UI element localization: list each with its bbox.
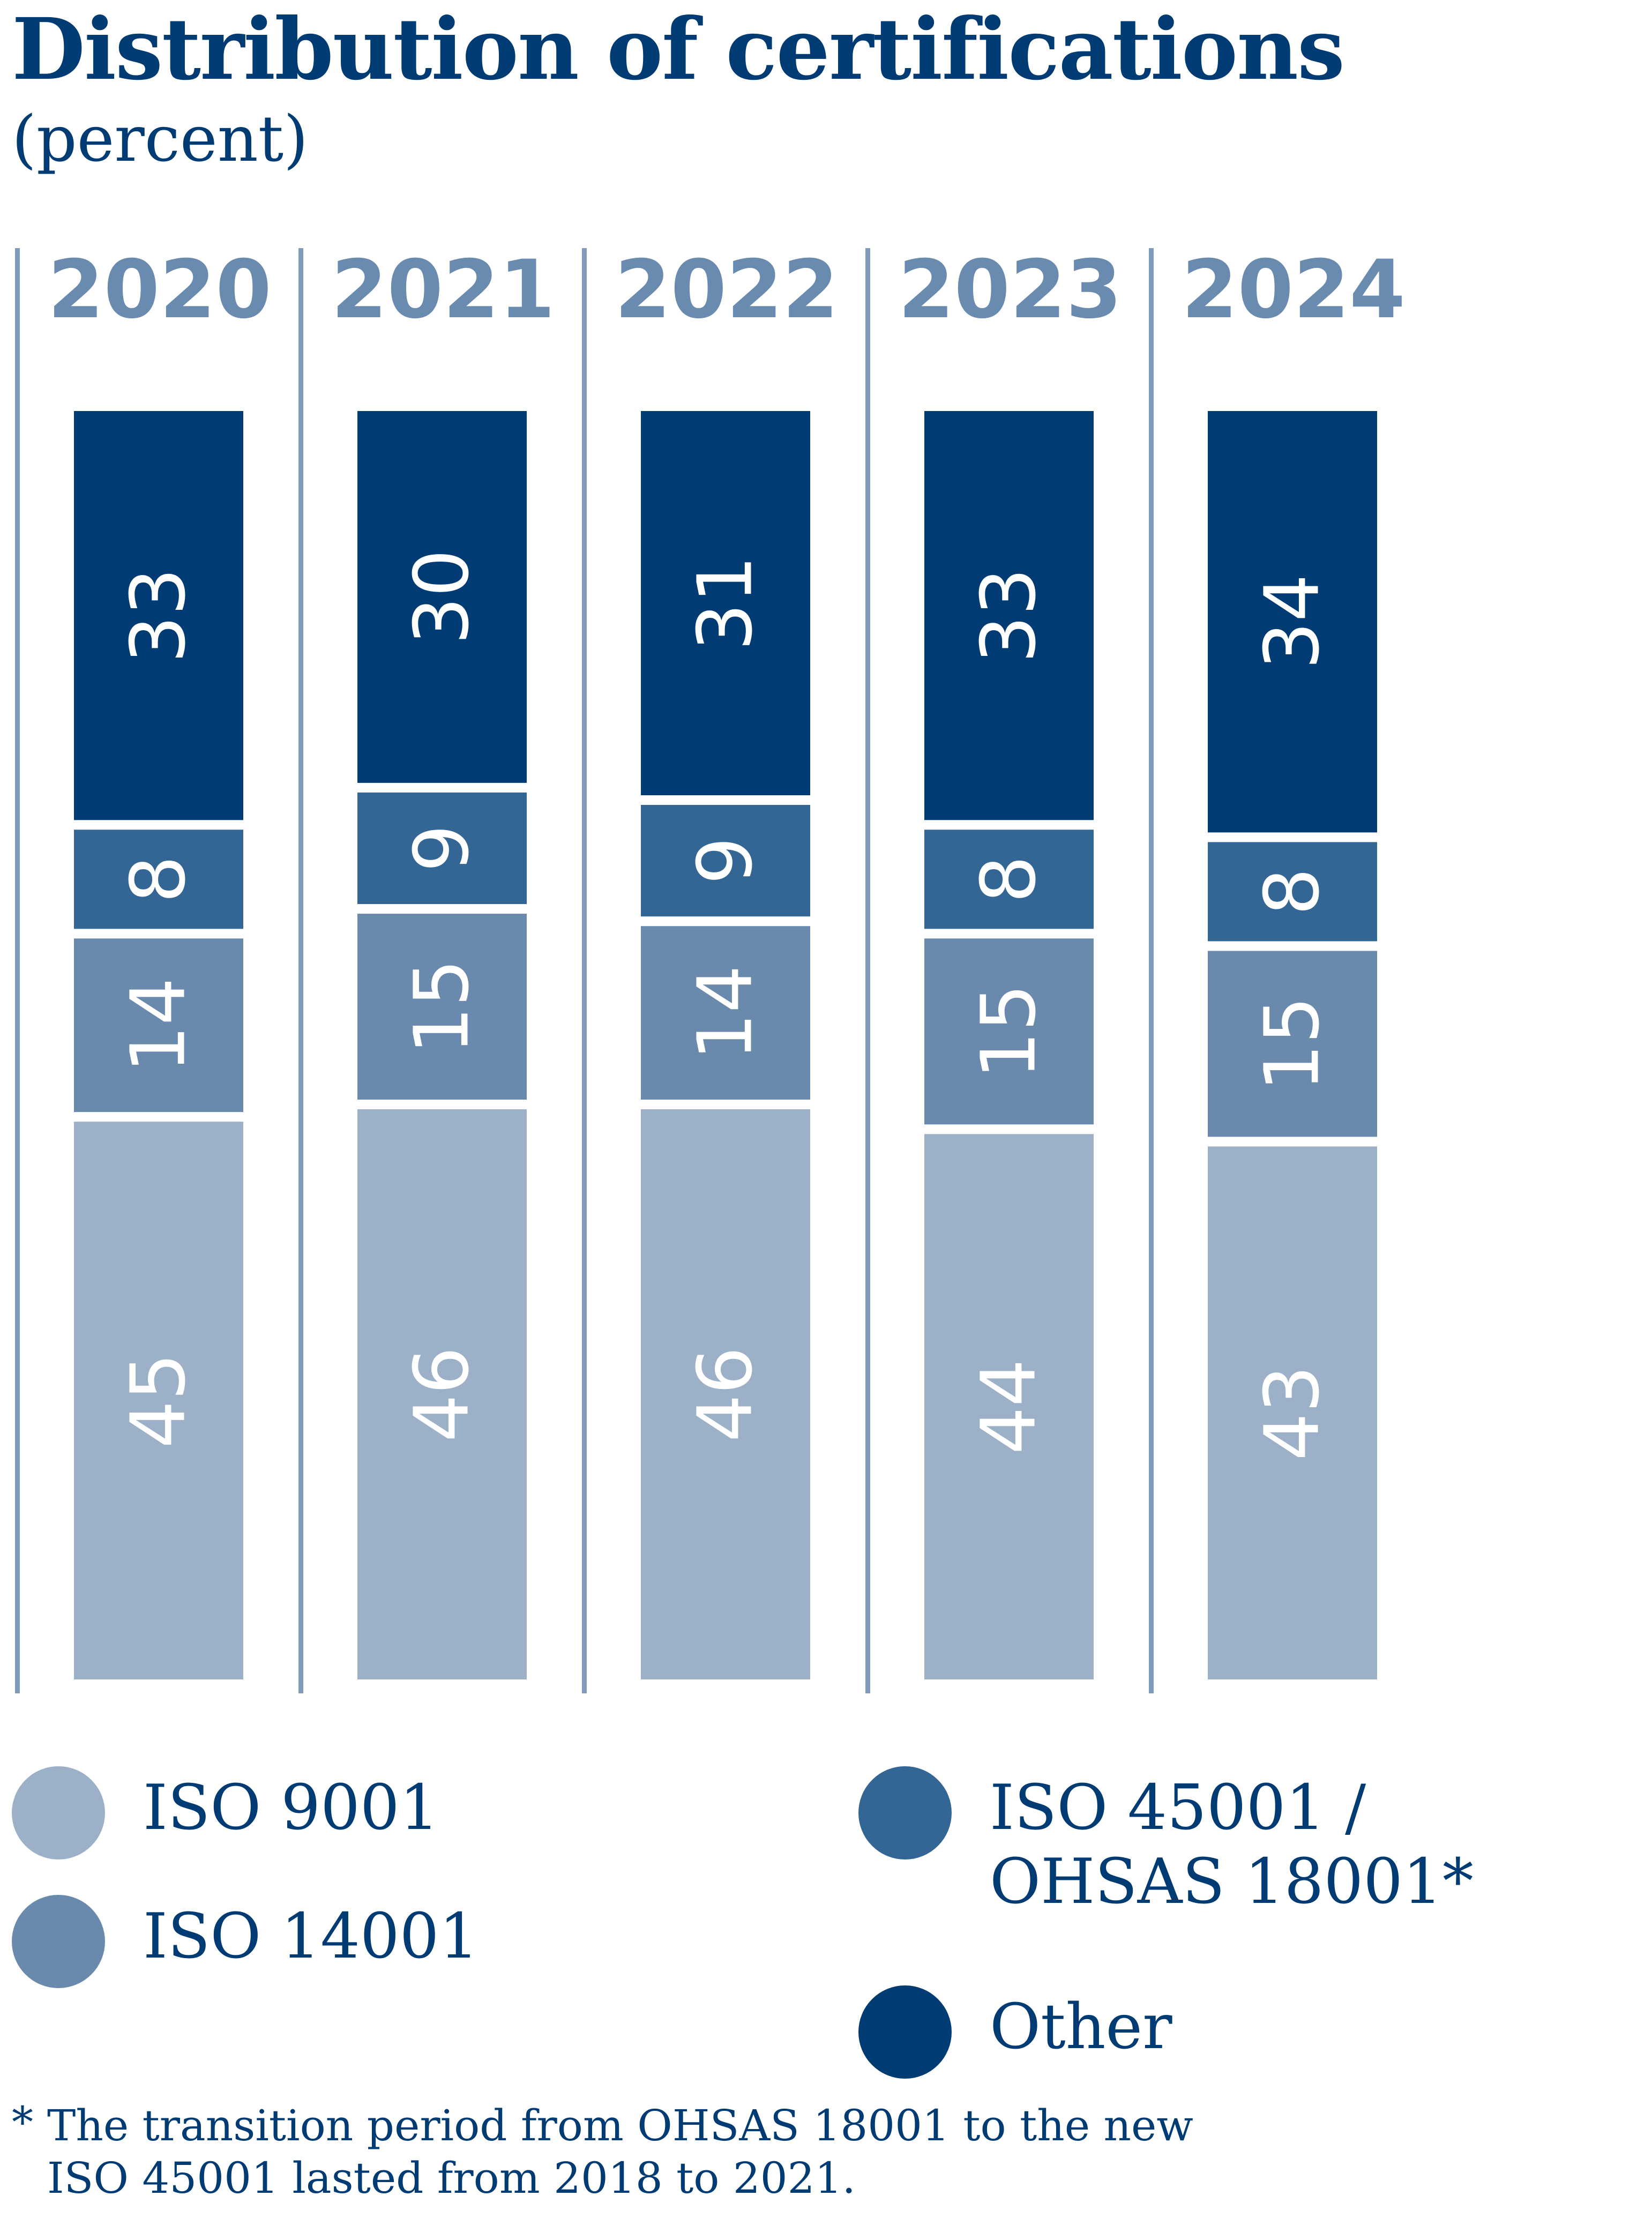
footnote-line-1: The transition period from OHSAS 18001 t… [47, 2101, 1193, 2150]
bar-segment [357, 1109, 527, 1679]
year-label: 2020 [48, 243, 271, 337]
year-divider [1149, 248, 1154, 1693]
chart-title: Distribution of certifications [12, 0, 1345, 99]
bar-segment [1208, 842, 1377, 942]
bar-segment [641, 411, 810, 796]
stacked-bar-chart: 2020 45 14 8 33 2021 46 15 9 30 2022 46 14 9 31 2023 44 1… [15, 243, 1406, 1693]
bar-segment [357, 411, 527, 783]
year-label: 2023 [898, 243, 1122, 337]
data-label: 9 [682, 837, 769, 885]
bar-segment [924, 938, 1094, 1125]
legend-label: ISO 9001 [143, 1772, 439, 1844]
bar-segment [924, 1134, 1094, 1679]
bar-segment [641, 926, 810, 1100]
data-label: 9 [399, 824, 486, 872]
data-label: 44 [966, 1359, 1053, 1454]
legend-label: ISO 14001 [143, 1900, 479, 1973]
data-label: 46 [682, 1347, 769, 1442]
data-label: 8 [966, 855, 1053, 903]
data-label: 15 [1249, 996, 1336, 1092]
bar-segment [74, 938, 243, 1112]
data-label: 46 [399, 1347, 486, 1442]
data-label: 31 [682, 555, 769, 651]
data-label: 34 [1249, 574, 1336, 669]
bar-segment [641, 805, 810, 917]
bar-segment [357, 914, 527, 1100]
bar-segment [357, 792, 527, 905]
year-divider [15, 248, 20, 1693]
bar-segment [641, 1109, 810, 1679]
data-label: 14 [115, 977, 203, 1073]
data-label: 33 [966, 568, 1053, 663]
legend-swatch [858, 1985, 952, 2079]
year-label: 2021 [331, 243, 555, 337]
data-label: 43 [1249, 1365, 1336, 1461]
bar-segment [924, 411, 1094, 820]
legend-swatch [12, 1895, 105, 1988]
bar-segment [924, 830, 1094, 929]
legend-label: OHSAS 18001* [990, 1846, 1474, 1918]
legend-swatch [12, 1766, 105, 1859]
bar-segment [74, 830, 243, 929]
bar-segment [1208, 951, 1377, 1137]
year-divider [865, 248, 870, 1693]
chart-subtitle: (percent) [12, 102, 309, 176]
year-label: 2022 [615, 243, 838, 337]
legend-label: ISO 45001 / [990, 1772, 1366, 1844]
data-label: 30 [399, 549, 486, 645]
data-label: 14 [682, 965, 769, 1061]
data-label: 45 [115, 1353, 203, 1448]
data-label: 33 [115, 568, 203, 663]
data-label: 15 [399, 959, 486, 1054]
footnote-marker: * [12, 2097, 33, 2147]
bar-segment [74, 411, 243, 820]
bar-segment [1208, 1146, 1377, 1679]
year-label: 2024 [1182, 243, 1405, 337]
bar-segment [1208, 411, 1377, 833]
year-divider [298, 248, 303, 1693]
data-label: 8 [115, 855, 203, 903]
footnote-line-2: ISO 45001 lasted from 2018 to 2021. [47, 2153, 856, 2203]
data-label: 15 [966, 984, 1053, 1079]
year-divider [582, 248, 587, 1693]
legend-swatch [858, 1766, 952, 1859]
legend-label: Other [990, 1991, 1172, 2063]
data-label: 8 [1249, 868, 1336, 915]
bar-segment [74, 1122, 243, 1679]
